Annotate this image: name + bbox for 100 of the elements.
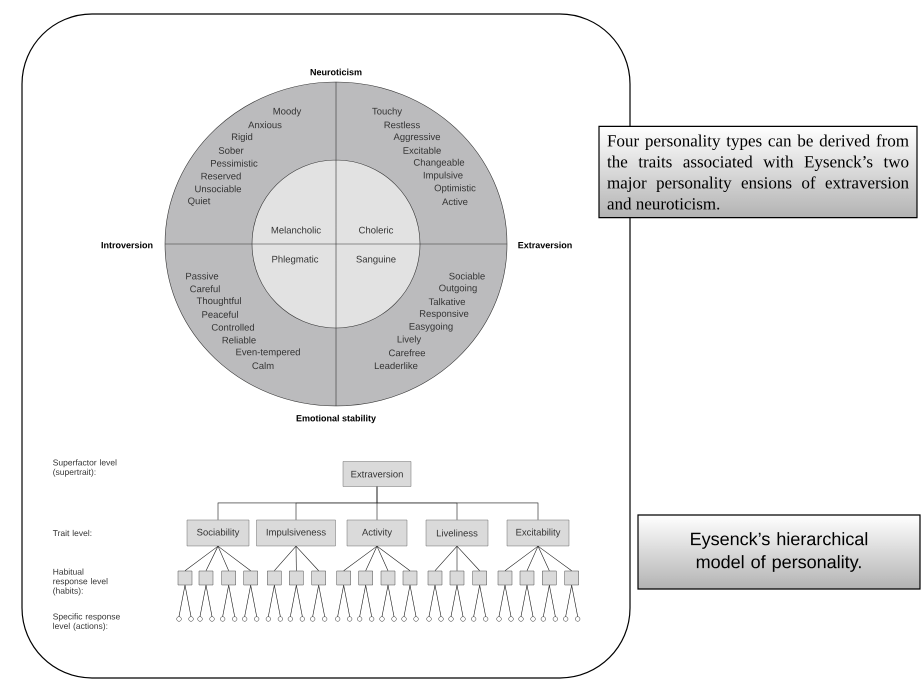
trait-word: Reliable <box>222 336 256 344</box>
connector <box>434 546 458 572</box>
axis-label: Extraversion <box>518 242 572 248</box>
axis-label: Emotional stability <box>296 414 376 424</box>
habit-box <box>402 570 418 586</box>
connector <box>504 584 512 617</box>
habit-box <box>289 570 304 586</box>
connector <box>376 546 388 572</box>
level-label: Habitual response level (habits): <box>53 568 108 596</box>
habit-box <box>472 570 487 586</box>
connector <box>268 584 275 617</box>
connector <box>290 584 297 617</box>
connector <box>382 584 388 617</box>
trait-word: Sociable <box>449 272 485 280</box>
connector <box>498 584 506 617</box>
connector <box>376 486 538 520</box>
temperament-label: Choleric <box>359 226 394 234</box>
connector <box>178 584 186 617</box>
trait-word: Controlled <box>212 324 254 331</box>
habit-box <box>221 570 236 586</box>
trait-word: Responsive <box>420 310 468 319</box>
trait-word: Lively <box>398 336 422 344</box>
connector <box>520 584 528 617</box>
trait-word: Calm <box>252 362 274 370</box>
connector <box>343 584 350 617</box>
trait-box: Activity <box>346 520 408 546</box>
level-label: Specific response level (actions): <box>53 613 120 631</box>
trait-word: Excitable <box>404 146 441 154</box>
connector <box>565 584 572 617</box>
connector <box>228 584 235 617</box>
connector <box>222 584 229 617</box>
habit-box <box>267 570 282 586</box>
trait-word: Quiet <box>188 197 210 206</box>
level-label: Trait level: <box>52 530 92 536</box>
connector <box>450 584 458 617</box>
habit-box <box>450 570 464 586</box>
connector <box>296 546 297 572</box>
connector <box>376 546 410 572</box>
habit-box <box>498 570 512 586</box>
connector <box>244 584 251 617</box>
trait-word: Peaceful <box>202 310 238 318</box>
trait-word: Unsociable <box>195 185 242 192</box>
habit-box <box>311 570 326 586</box>
habit-box <box>428 570 442 586</box>
habit-box <box>198 570 214 586</box>
connector <box>318 584 325 617</box>
connector <box>274 546 296 572</box>
connector <box>473 584 480 617</box>
temperament-label: Sanguine <box>356 256 396 264</box>
connector <box>428 584 436 617</box>
axis-label: Introversion <box>102 242 152 248</box>
connector <box>200 584 206 617</box>
trait-word: Restless <box>384 121 420 128</box>
supertrait-box: Extraversion <box>342 461 412 487</box>
trait-word: Careful <box>190 285 220 292</box>
connector <box>538 546 572 572</box>
connector <box>365 584 372 617</box>
trait-word: Touchy <box>372 108 402 116</box>
trait-word: Anxious <box>248 121 282 128</box>
connector <box>526 584 534 617</box>
trait-word: Talkative <box>428 298 466 306</box>
habit-box <box>520 570 534 586</box>
connector <box>206 584 212 617</box>
trait-word: Reserved <box>201 172 241 180</box>
connector <box>410 584 416 617</box>
trait-word: Sober <box>218 146 244 154</box>
connector <box>337 584 344 617</box>
connector <box>184 584 192 617</box>
trait-word: Pessimistic <box>211 160 258 167</box>
trait-word: Rigid <box>232 133 252 142</box>
connector <box>218 546 251 572</box>
connector <box>388 584 394 617</box>
habit-box <box>243 570 258 586</box>
trait-word: Optimistic <box>434 184 476 194</box>
connector <box>343 546 378 572</box>
connector <box>206 546 218 572</box>
habit-box <box>336 570 351 586</box>
habit-box <box>380 570 396 586</box>
connector <box>456 584 464 617</box>
trait-word: Changeable <box>414 158 464 168</box>
connector <box>218 546 229 572</box>
level-label: Superfactor level (supertrait): <box>53 459 116 477</box>
trait-word: Carefree <box>389 349 426 356</box>
trait-word: Moody <box>274 108 302 116</box>
trait-word: Aggressive <box>394 133 440 142</box>
connector <box>456 546 458 572</box>
connector <box>359 584 366 617</box>
connector <box>404 584 410 617</box>
connector <box>538 546 550 572</box>
axis-label: Neuroticism <box>310 68 362 76</box>
connector <box>434 584 442 617</box>
connector <box>543 584 550 617</box>
trait-word: Leaderlike <box>374 362 418 370</box>
connector <box>250 584 257 617</box>
connector <box>549 584 556 617</box>
habit-box <box>564 570 579 586</box>
habit-box <box>542 570 557 586</box>
connector <box>365 546 378 572</box>
habit-box <box>358 570 373 586</box>
trait-word: Passive <box>186 272 218 280</box>
